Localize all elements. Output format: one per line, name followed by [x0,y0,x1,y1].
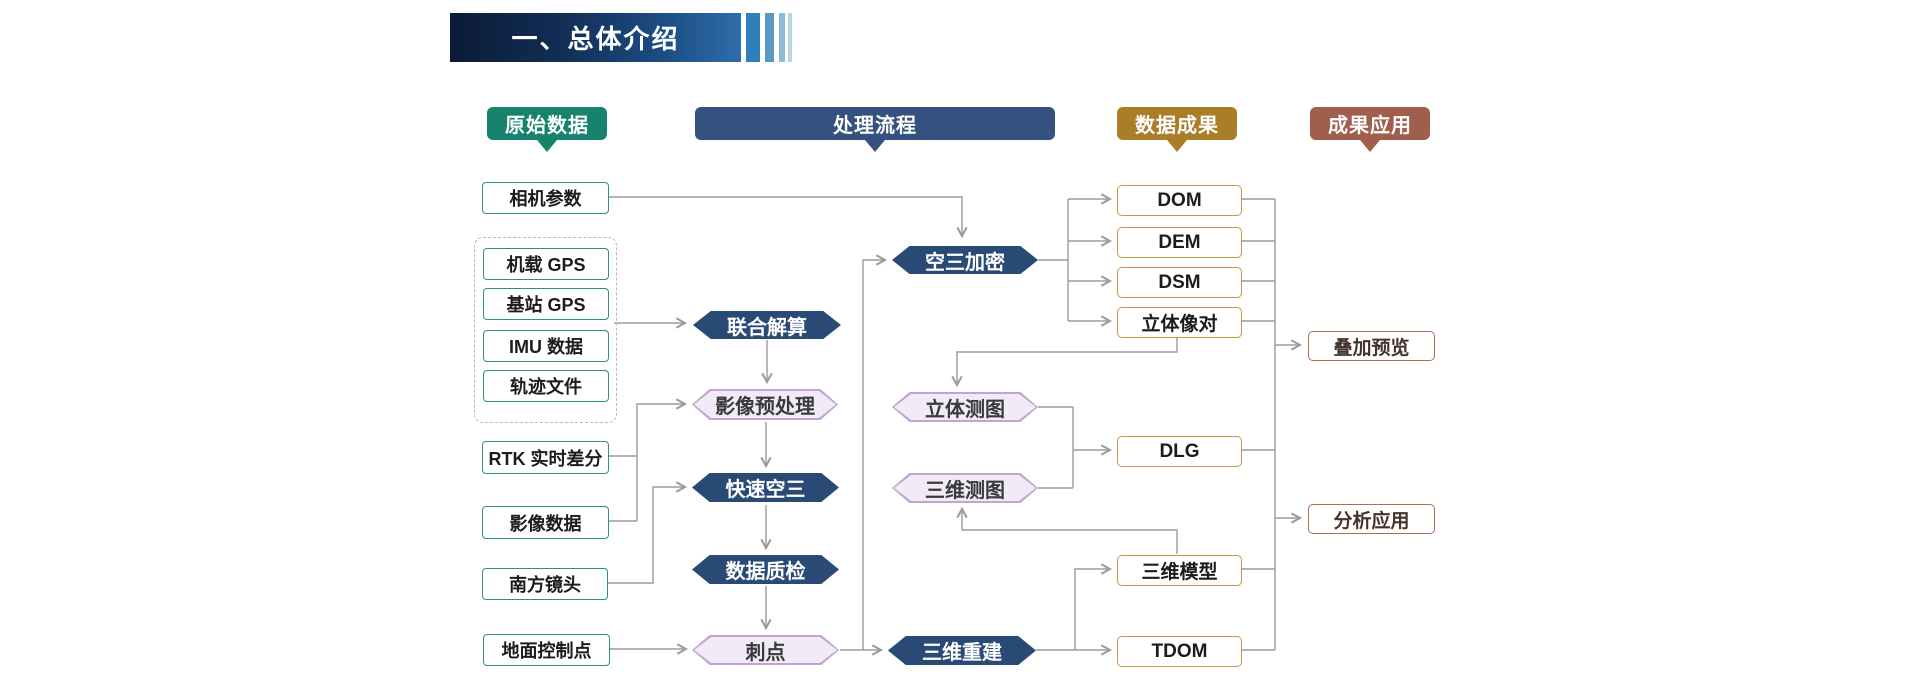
node-south-lens: 南方镜头 [482,568,608,600]
header-raw-data: 原始数据 [487,107,607,140]
banner-stripe [779,13,785,62]
node-imu-data: IMU 数据 [483,330,609,362]
group-gps-sources [474,237,617,423]
node-airborne-gps: 机载 GPS [483,248,609,280]
node-data-qc: 数据质检 [692,555,839,584]
node-overlay-preview: 叠加预览 [1308,331,1435,361]
section-banner: 一、总体介绍 [450,13,741,62]
node-3d-mapping: 三维测图 [892,473,1038,503]
connector-arrow [862,254,888,650]
connector-arrow [956,506,1178,554]
node-point-pricking: 刺点 [692,635,839,665]
header-data-results-label: 数据成果 [1135,115,1219,137]
banner-stripe [746,13,760,62]
node-tdom: TDOM [1117,636,1242,667]
node-track-file: 轨迹文件 [483,370,609,402]
node-3d-model: 三维模型 [1117,555,1242,586]
node-image-preprocess: 影像预处理 [692,389,838,420]
node-rtk-diff: RTK 实时差分 [482,441,609,474]
header-result-apps-label: 成果应用 [1328,115,1412,137]
node-joint-solution: 联合解算 [693,311,841,339]
node-dom: DOM [1117,185,1242,216]
connector-arrow [605,481,688,584]
node-stereo-mapping: 立体测图 [892,392,1038,422]
banner-title: 一、总体介绍 [511,24,680,54]
banner-stripe [788,13,792,62]
node-image-data: 影像数据 [482,506,609,539]
node-3d-reconstruction: 三维重建 [888,636,1036,665]
header-result-apps: 成果应用 [1310,107,1430,140]
header-process-flow-label: 处理流程 [833,115,917,137]
connector-arrow [951,337,1178,388]
node-fast-aerotriangulation: 快速空三 [692,473,839,502]
node-dem: DEM [1117,227,1242,258]
node-stereo-pair: 立体像对 [1117,307,1242,338]
banner-stripe [765,13,774,62]
node-base-gps: 基站 GPS [483,288,609,320]
connector-arrow [636,398,688,521]
node-ground-control-points: 地面控制点 [483,634,610,666]
header-process-flow: 处理流程 [695,107,1055,140]
header-data-results: 数据成果 [1117,107,1237,140]
connector-arrow [1074,563,1113,650]
node-aerotriangulation-densification: 空三加密 [892,246,1038,274]
node-dlg: DLG [1117,436,1242,467]
node-dsm: DSM [1117,267,1242,298]
connector-arrow [607,196,968,239]
node-analysis-application: 分析应用 [1308,504,1435,534]
header-raw-data-label: 原始数据 [505,115,589,137]
node-camera-params: 相机参数 [482,182,609,214]
